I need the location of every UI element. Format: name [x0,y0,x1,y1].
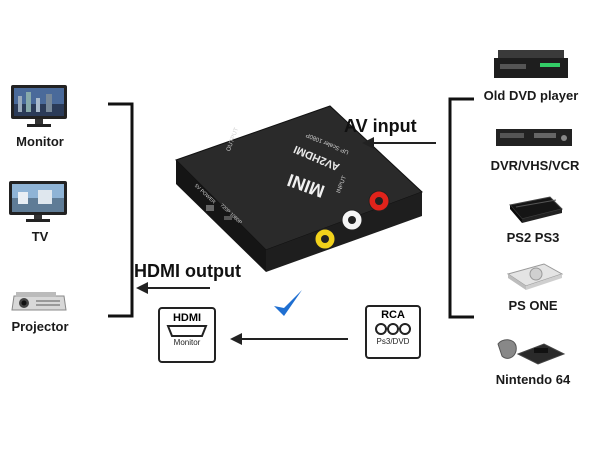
left-bracket [108,102,134,318]
checkmark-icon [274,290,302,316]
right-bracket [448,97,474,319]
hdmi-output-arrow [136,282,210,294]
rca-icon-sublabel: Ps3/DVD [376,337,410,346]
ps2-console-icon [509,196,563,223]
rca-jack-red [368,190,390,212]
device-label-dvd-player: Old DVD player [483,88,579,103]
device-label-vcr: DVR/VHS/VCR [490,158,580,173]
hdmi-connector-icon [166,325,208,337]
rca-icon-label: RCA [381,309,405,321]
rca-input-icon: RCA Ps3/DVD [365,305,421,359]
signal-arrow [230,333,348,345]
usb-port [206,205,214,211]
device-label-nintendo-64: Nintendo 64 [495,372,571,387]
nintendo-64-icon [497,339,566,365]
hdmi-icon-label: HDMI [172,312,202,324]
converter-input-label: INPUT [336,175,348,194]
ps-one-icon [506,263,564,290]
hdmi-monitor-icon: HDMI Monitor [158,307,216,363]
rca-jack-yellow [314,228,336,250]
converter-box: MINI AV2HDMI UP Scaler 1080P OUTPUT INPU… [175,105,423,272]
device-label-ps2-ps3: PS2 PS3 [506,230,560,245]
resolution-switch [224,216,232,220]
av-input-arrow [362,137,436,149]
device-label-projector: Projector [11,319,69,334]
device-label-tv: TV [31,229,49,244]
av-input-caption: AV input [344,116,417,136]
dvd-player-icon [494,50,568,78]
projector-icon [11,292,67,311]
rca-jack-white [341,209,363,231]
hdmi-output-caption: HDMI output [134,261,241,281]
device-label-monitor: Monitor [16,134,64,149]
rca-connectors-icon [375,323,411,335]
tv-icon [9,181,67,222]
vcr-icon [496,129,572,146]
monitor-icon [11,85,67,127]
hdmi-icon-sublabel: Monitor [173,338,201,347]
device-label-ps-one: PS ONE [508,298,558,313]
